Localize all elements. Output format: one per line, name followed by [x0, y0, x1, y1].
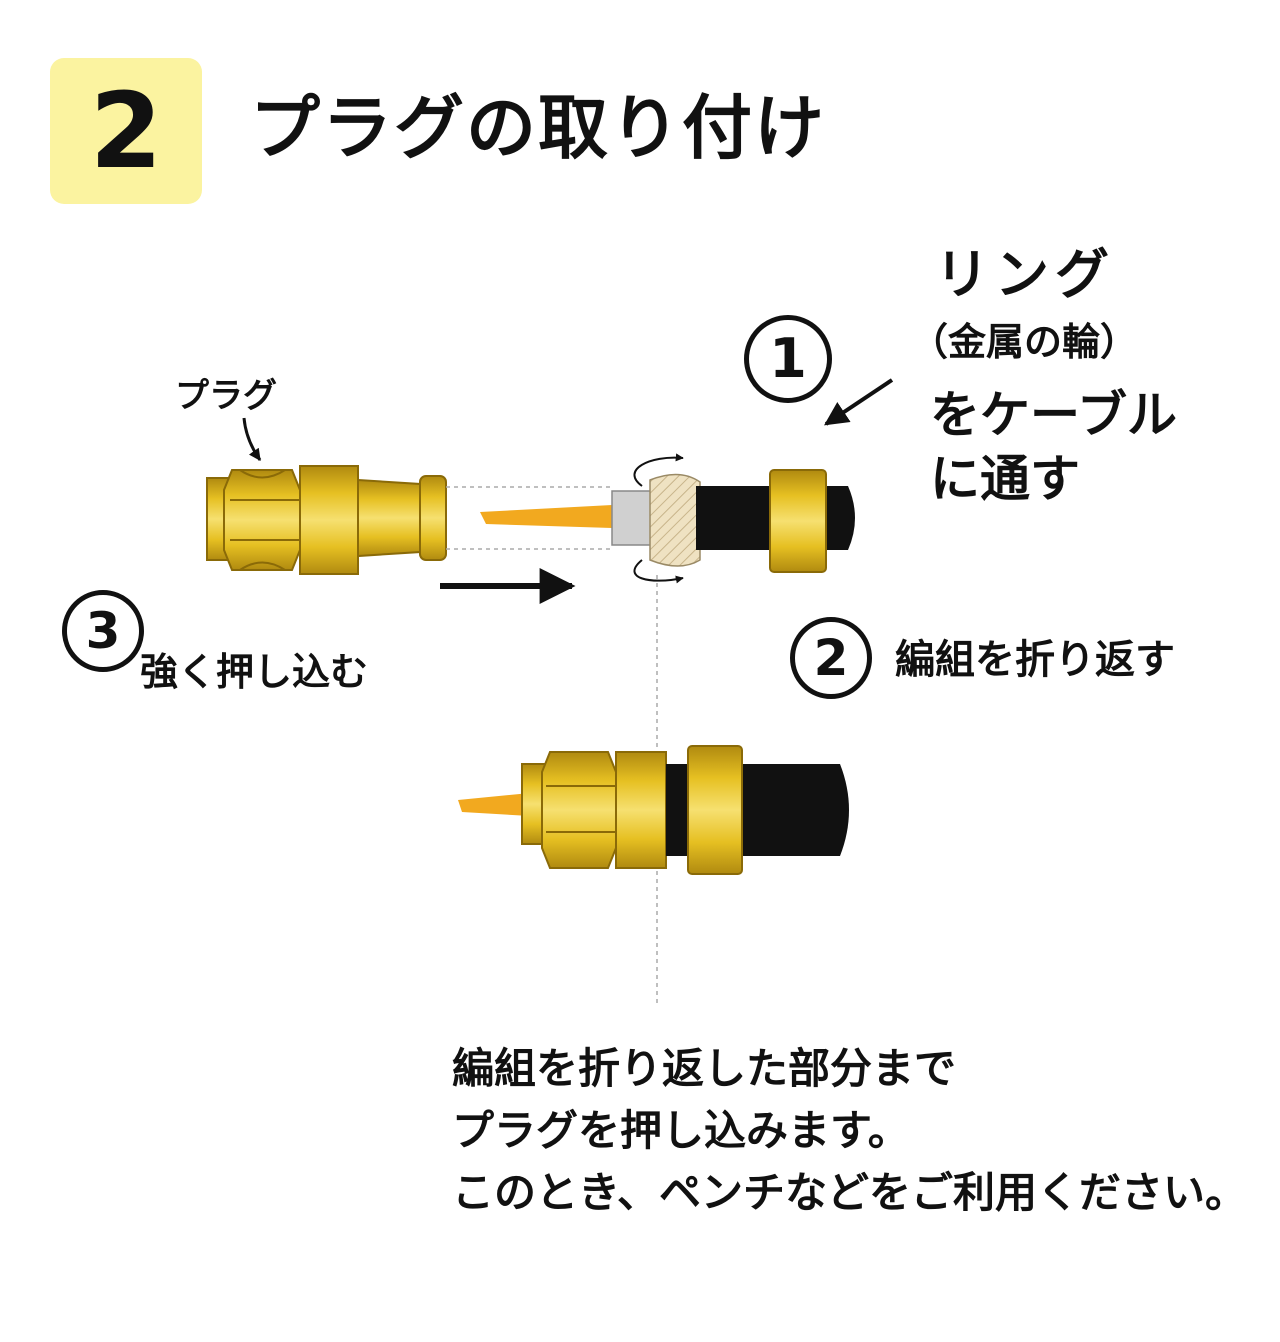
ring-pointer-arrow: [824, 378, 894, 426]
step2-label: 編組を折り返す: [895, 637, 1175, 683]
note-line: 編組を折り返した部分まで: [452, 1044, 957, 1093]
step3-label: 強く押し込む: [140, 650, 369, 694]
instruction-note: 編組を折り返した部分まで プラグを押し込みます。 このとき、ペンチなどをご利用く…: [452, 1038, 1247, 1224]
step2-number: 2: [790, 617, 872, 699]
ring-title: リング: [935, 243, 1115, 306]
plug-pointer-arrow: [242, 417, 262, 461]
plug-label: プラグ: [175, 376, 277, 416]
plug-unassembled: [206, 465, 447, 575]
cable-prepared: [480, 453, 855, 584]
step3-number: 3: [62, 590, 144, 672]
note-line: このとき、ペンチなどをご利用ください。: [452, 1168, 1248, 1217]
note-line: プラグを押し込みます。: [452, 1106, 910, 1155]
ring-instruction-line2: に通す: [930, 450, 1080, 508]
ring-subtitle: （金属の輪）: [910, 320, 1139, 364]
step1-number: 1: [744, 315, 832, 403]
plug-assembled: [458, 745, 849, 875]
step-badge: 2: [50, 58, 202, 204]
guide-lines: [446, 486, 658, 1005]
page-title: プラグの取り付け: [250, 87, 826, 169]
ring-instruction-line1: をケーブル: [930, 386, 1177, 444]
